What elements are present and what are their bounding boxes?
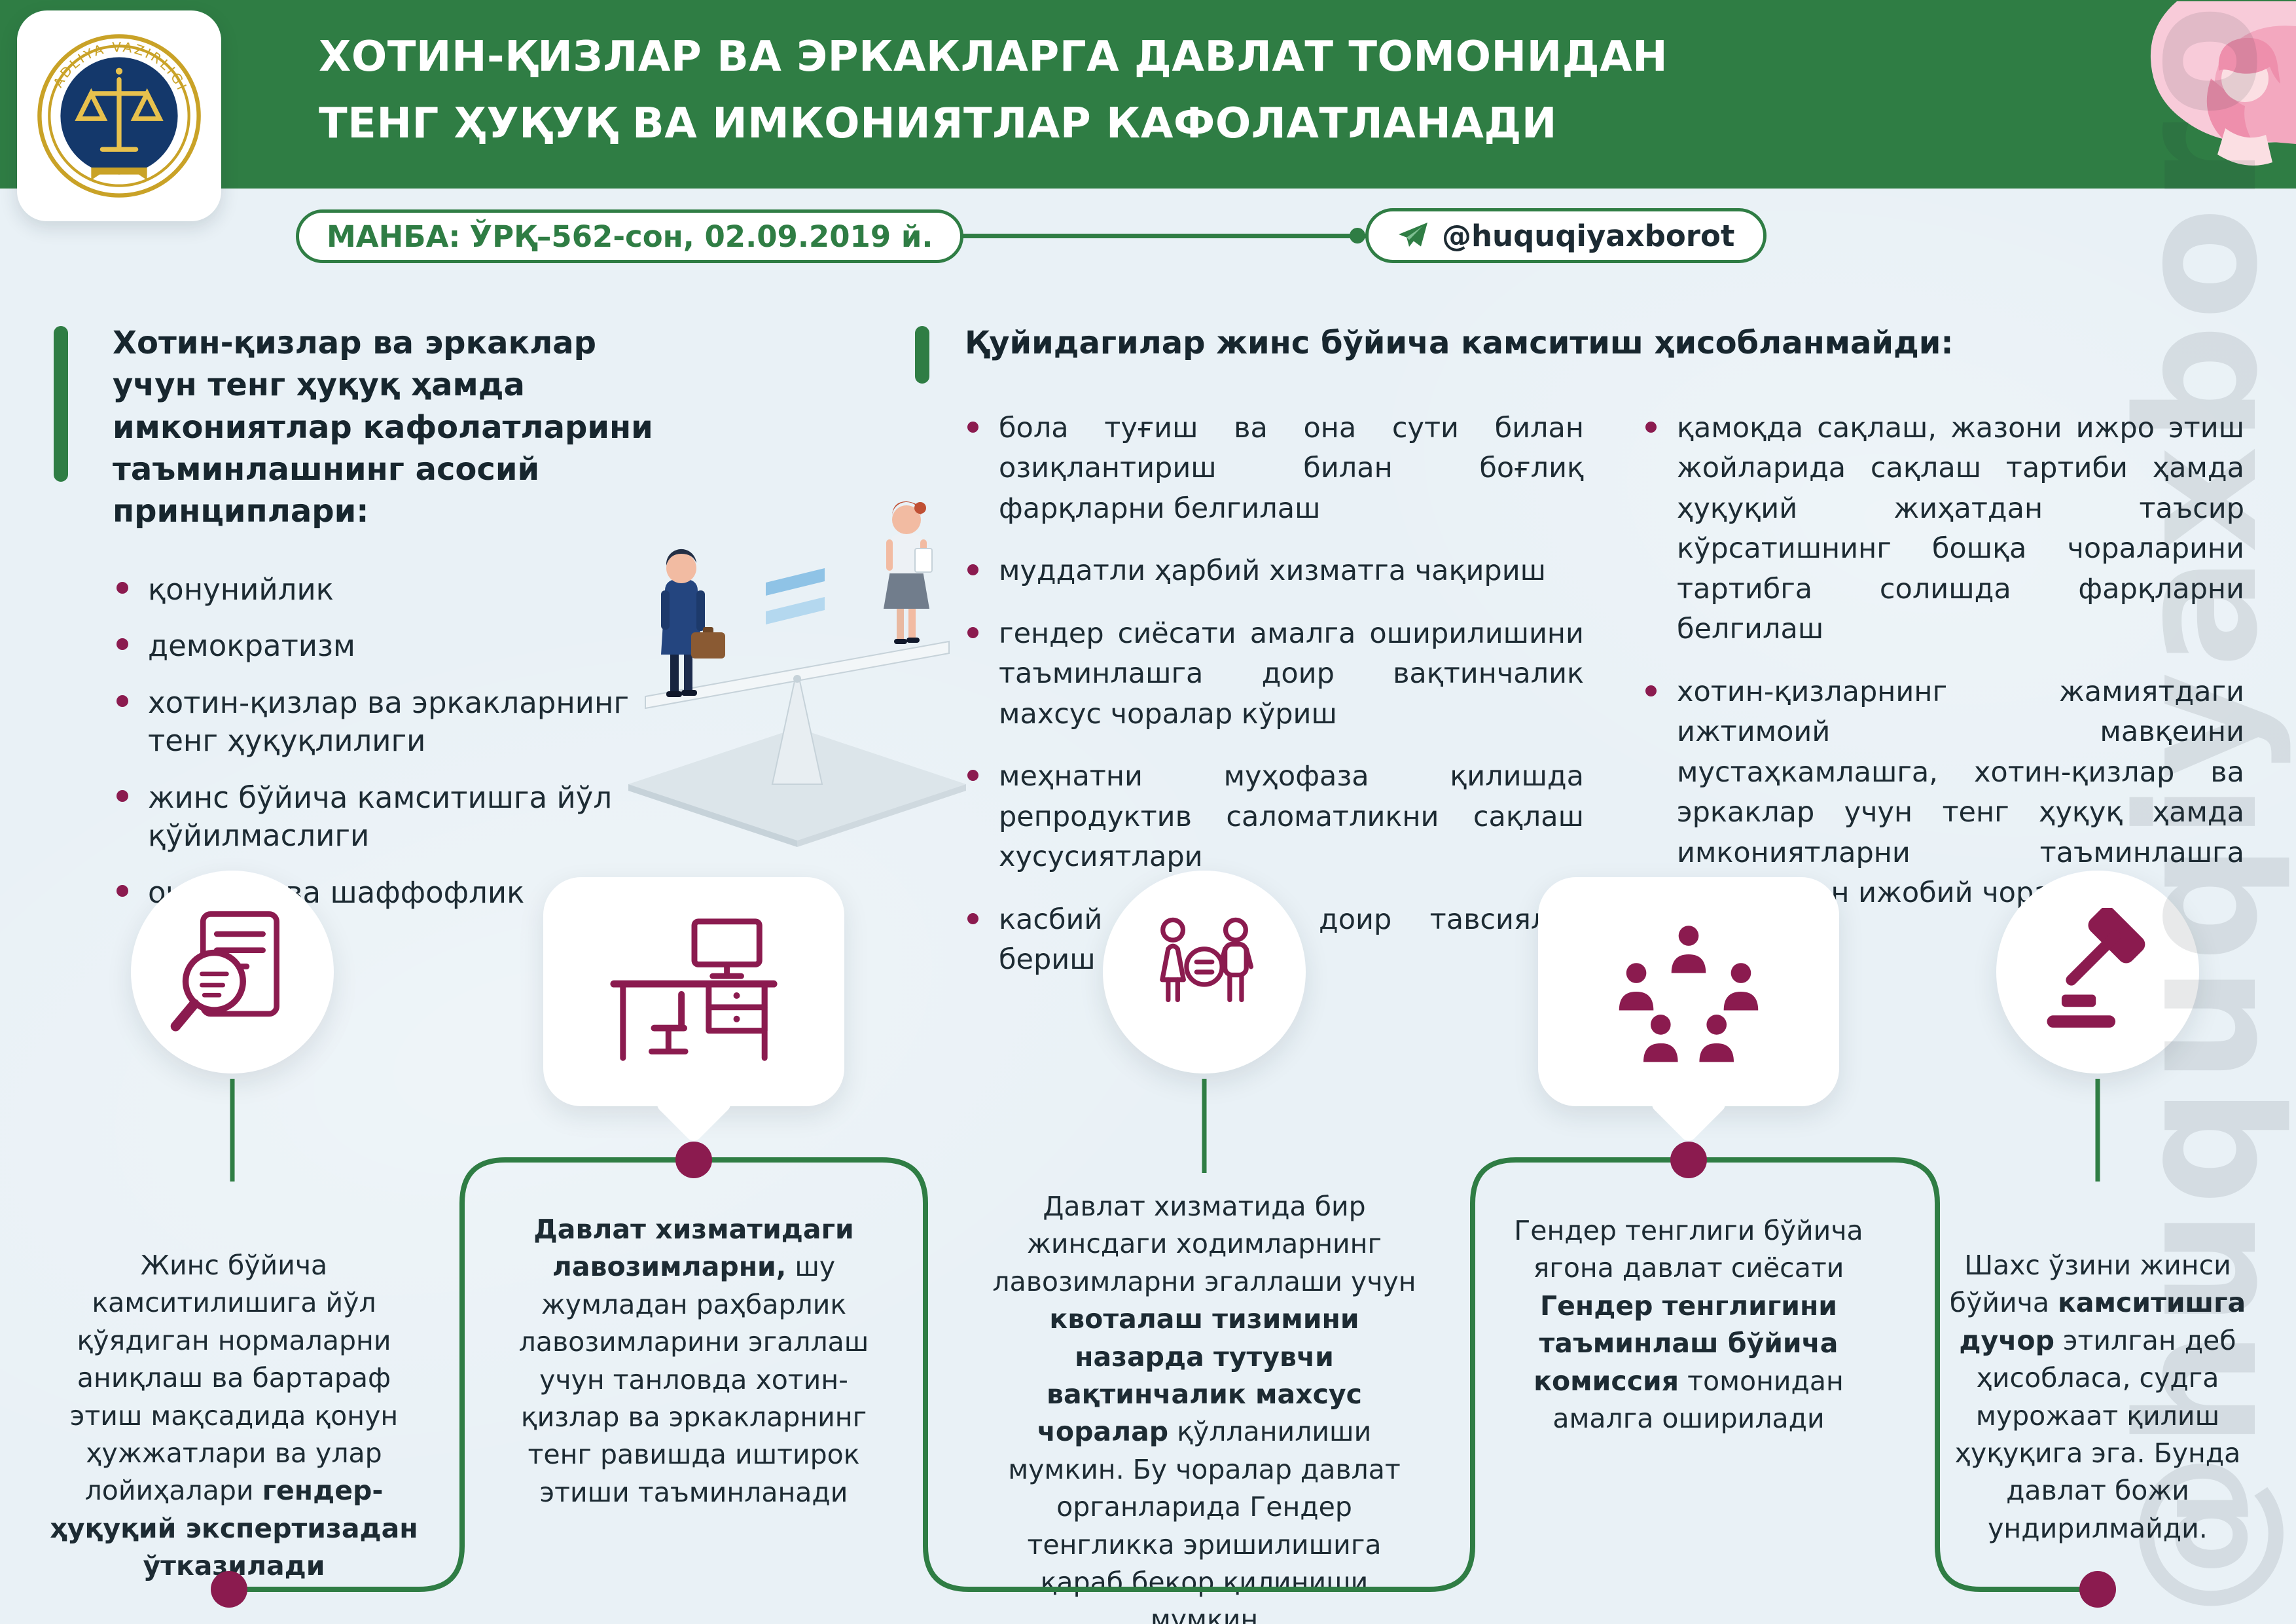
flow-dot xyxy=(675,1142,712,1178)
step-icon-recruitment xyxy=(543,877,844,1144)
step-text-court: Шахс ўзини жинси бўйича камситишга дучор… xyxy=(1914,1247,2281,1547)
bullet-item: меҳнатни муҳофаза қилишда репродуктив са… xyxy=(967,757,1584,877)
not-discrimination-col1: бола туғиш ва она сути билан озиқлантири… xyxy=(967,408,1584,981)
step-icon-quota xyxy=(1103,871,1306,1074)
step-icon-commission xyxy=(1538,877,1839,1144)
step-text-expertise: Жинс бўйича камситилишига йўл қўядиган н… xyxy=(39,1247,429,1585)
step-icon-expertise xyxy=(131,871,334,1074)
bullet-item: бола туғиш ва она сути билан озиқлантири… xyxy=(967,408,1584,529)
principle-item: хотин-қизлар ва эркакларнинг тенг ҳуқуқл… xyxy=(115,684,649,761)
woman-illustration xyxy=(2150,1,2296,166)
not-discrimination-columns: бола туғиш ва она сути билан озиқлантири… xyxy=(967,408,2273,981)
justice-emblem-icon: ADLIYA VAZIRLIGI xyxy=(37,34,201,198)
not-discrimination-heading: Қуйидагилар жинс бўйича камситиш ҳисобла… xyxy=(965,325,1954,361)
source-badge-label: МАНБА: xyxy=(327,219,461,254)
page-title: ХОТИН-ҚИЗЛАР ВА ЭРКАКЛАРГА ДАВЛАТ ТОМОНИ… xyxy=(319,24,1668,158)
step-icon-court xyxy=(1996,871,2199,1074)
flow-dot xyxy=(1670,1142,1707,1178)
bullet-item: гендер сиёсати амалга оширилишини таъмин… xyxy=(967,614,1584,734)
principle-item: демократизм xyxy=(115,627,649,666)
ministry-logo: ADLIYA VAZIRLIGI xyxy=(17,10,221,221)
step-text-part: этилган деб ҳисобласа, судга мурожаат қи… xyxy=(1954,1324,2241,1544)
workplace-desk-icon xyxy=(610,918,778,1061)
flow-dot xyxy=(2079,1571,2116,1608)
pill-connector-line xyxy=(950,234,1369,238)
source-badge-value: ЎРҚ–562-сон, 02.09.2019 й. xyxy=(469,219,933,254)
page-title-lead: ХОТИН-ҚИЗЛАР ВА ЭРКАКЛАРГА xyxy=(319,33,1120,81)
not-discrimination-section: Қуйидагилар жинс бўйича камситиш ҳисобла… xyxy=(915,325,2273,981)
green-accent-bar xyxy=(54,326,68,482)
man-figure xyxy=(661,549,725,697)
green-accent-bar xyxy=(915,326,929,384)
telegram-badge[interactable]: @huquqiyaxborot xyxy=(1365,208,1767,263)
woman-figure xyxy=(884,501,933,644)
bullet-item: қамоқда сақлаш, жазони ижро этиш жойлари… xyxy=(1645,408,2244,650)
bubble-tail xyxy=(654,1064,734,1144)
step-text-recruitment: Давлат хизматидаги лавозимларни, шу жумл… xyxy=(501,1211,887,1511)
step-text-part: Жинс бўйича камситилишига йўл қўядиган н… xyxy=(69,1250,399,1507)
page-title-rest: ДАВЛАТ ТОМОНИДАН xyxy=(1119,33,1668,81)
principles-section: Хотин-қизлар ва эркаклар учун тенг ҳуқуқ… xyxy=(54,322,653,912)
source-badge: МАНБА: ЎРҚ–562-сон, 02.09.2019 й. xyxy=(296,209,964,263)
step-text-quota: Давлат хизматида бир жинсдаги ходимларни… xyxy=(992,1188,1417,1624)
gavel-icon xyxy=(2047,908,2145,1028)
document-search-icon xyxy=(170,911,279,1032)
principles-heading: Хотин-қизлар ва эркаклар учун тенг ҳуқуқ… xyxy=(113,325,653,530)
step-text-part: шу жумладан раҳбарлик лавозимларини эгал… xyxy=(518,1251,869,1508)
header-banner xyxy=(0,0,2296,189)
principles-list: қонунийлик демократизм хотин-қизлар ва э… xyxy=(115,571,649,912)
page-title-line1: ХОТИН-ҚИЗЛАР ВА ЭРКАКЛАРГА ДАВЛАТ ТОМОНИ… xyxy=(319,24,1668,90)
step-text-part: Гендер тенглиги бўйича ягона давлат сиёс… xyxy=(1514,1215,1863,1284)
balance-scale-illustration xyxy=(628,501,966,847)
gender-quota-icon xyxy=(1160,917,1254,1003)
step-text-part: Давлат хизматида бир жинсдаги ходимларни… xyxy=(992,1191,1416,1297)
step-text-commission: Гендер тенглиги бўйича ягона давлат сиёс… xyxy=(1496,1212,1882,1437)
not-discrimination-col2: қамоқда сақлаш, жазони ижро этиш жойлари… xyxy=(1645,408,2244,981)
paper-plane-icon xyxy=(1399,223,1427,247)
commission-icon xyxy=(1619,926,1759,1062)
bubble-tail xyxy=(1649,1064,1729,1144)
scales-of-justice-icon xyxy=(75,77,164,152)
bullet-item: муддатли ҳарбий хизматга чақириш xyxy=(967,551,1584,591)
principle-item: жинс бўйича камситишга йўл қўйилмаслиги xyxy=(115,779,649,856)
telegram-handle: @huquqiyaxborot xyxy=(1442,218,1735,253)
principle-item: қонунийлик xyxy=(115,571,649,609)
page-title-line2: ТЕНГ ҲУҚУҚ ВА ИМКОНИЯТЛАР КАФОЛАТЛАНАДИ xyxy=(319,99,1557,149)
connector-dot xyxy=(1350,228,1365,244)
